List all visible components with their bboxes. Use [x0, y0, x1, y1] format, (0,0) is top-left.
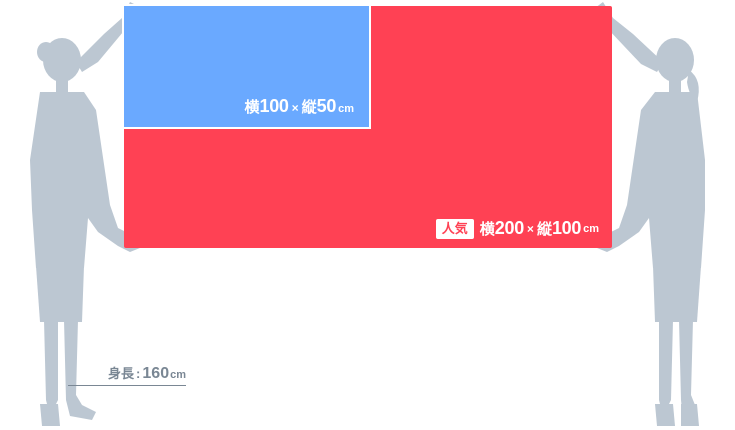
left-person-silhouette-icon: [30, 2, 140, 426]
width-value: 200: [494, 218, 524, 238]
height-ref-label: 身長: [108, 366, 135, 381]
right-person-silhouette-icon: [595, 2, 705, 426]
times-sign: ×: [291, 101, 299, 115]
height-reference-label: 身長 : 160 cm: [68, 363, 186, 386]
times-sign: ×: [526, 221, 534, 236]
width-kanji: 横: [479, 221, 495, 238]
popular-badge: 人気: [435, 218, 474, 239]
unit: cm: [338, 103, 354, 115]
height-ref-value: 160: [142, 365, 170, 382]
height-ref-colon: :: [136, 366, 141, 381]
height-value: 100: [551, 218, 582, 238]
width-kanji: 横: [244, 99, 260, 116]
large-banner-size-label: 人気 横 200 × 縦 100 cm: [435, 218, 599, 239]
small-banner-100x50: 横 100 × 縦 50 cm: [124, 6, 369, 127]
height-kanji: 縦: [301, 99, 317, 116]
height-value: 50: [316, 96, 337, 116]
small-banner-size-label: 横 100 × 縦 50 cm: [244, 96, 354, 117]
height-ref-unit: cm: [170, 369, 186, 381]
height-kanji: 縦: [536, 221, 552, 238]
width-value: 100: [259, 96, 289, 116]
unit: cm: [583, 222, 599, 235]
